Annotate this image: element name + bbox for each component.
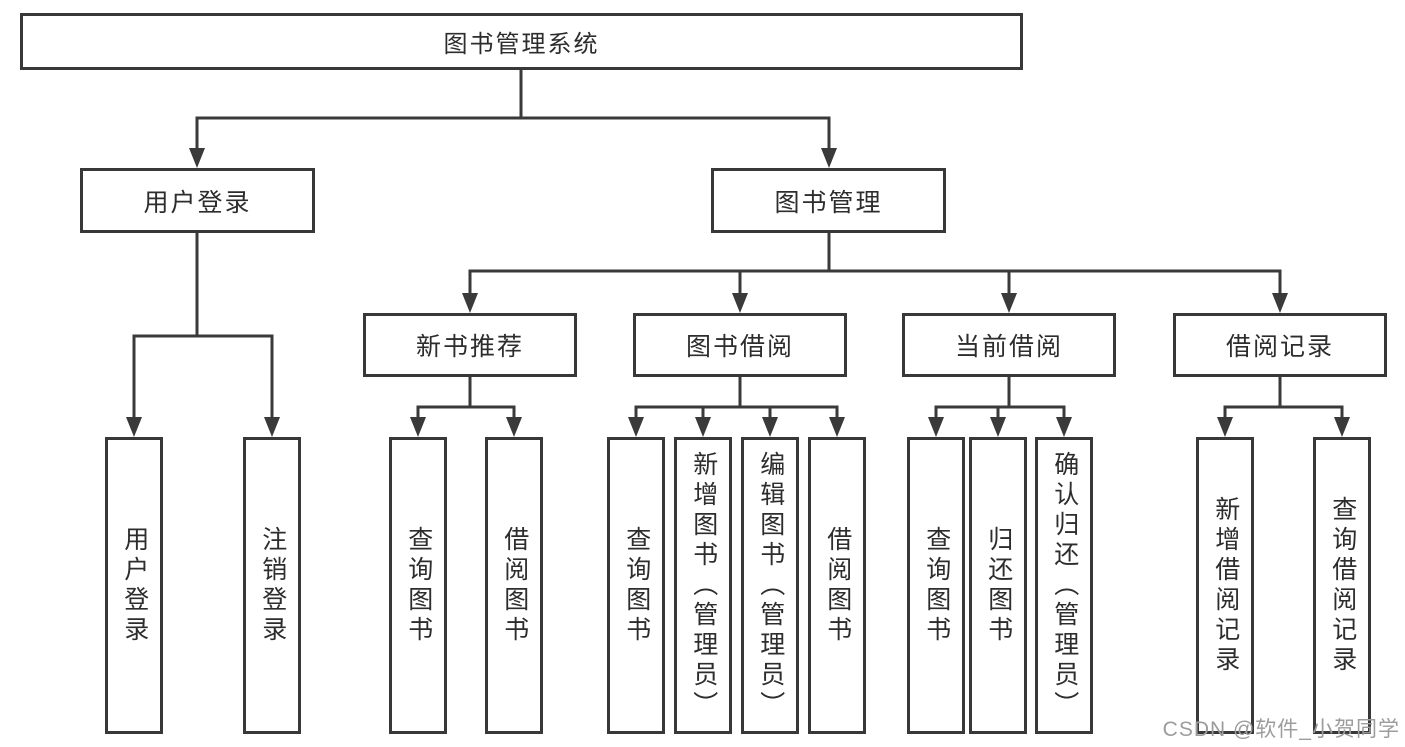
leaf-edit-book-admin: 编辑图书（管理员） (741, 437, 799, 734)
leaf-add-book-admin-label: 新增图书（管理员） (689, 450, 718, 721)
leaf-add-book-admin: 新增图书（管理员） (674, 437, 732, 734)
leaf-query-books-newbook-label: 查询图书 (404, 525, 433, 646)
arrowhead-icons (126, 148, 1350, 437)
leaf-return-book-label: 归还图书 (984, 525, 1013, 646)
leaf-user-login: 用户登录 (105, 437, 163, 734)
leaf-query-books-borrow: 查询图书 (607, 437, 665, 734)
leaf-return-book: 归还图书 (969, 437, 1027, 734)
node-new-book-recommend: 新书推荐 (363, 313, 577, 377)
leaf-edit-book-admin-label: 编辑图书（管理员） (756, 450, 785, 721)
leaf-add-borrow-record: 新增借阅记录 (1196, 437, 1254, 734)
leaf-query-borrow-record: 查询借阅记录 (1313, 437, 1371, 734)
node-current-borrow: 当前借阅 (902, 313, 1116, 377)
leaf-borrow-books-newbook: 借阅图书 (485, 437, 543, 734)
leaf-query-books-current-label: 查询图书 (922, 525, 951, 646)
leaf-borrow-books-newbook-label: 借阅图书 (500, 525, 529, 646)
watermark: CSDN @软件_小贺同学 (1162, 718, 1400, 741)
leaf-borrow-books-label: 借阅图书 (823, 525, 852, 646)
leaf-query-books-current: 查询图书 (907, 437, 965, 734)
leaf-confirm-return-admin-label: 确认归还（管理员） (1050, 450, 1079, 721)
node-book-management: 图书管理 (711, 168, 946, 233)
leaf-confirm-return-admin: 确认归还（管理员） (1035, 437, 1093, 734)
leaf-user-login-label: 用户登录 (120, 525, 149, 646)
leaf-borrow-books: 借阅图书 (808, 437, 866, 734)
leaf-logout-login-label: 注销登录 (258, 525, 287, 646)
leaf-add-borrow-record-label: 新增借阅记录 (1211, 495, 1240, 676)
node-user-login: 用户登录 (80, 168, 315, 233)
node-borrow-records: 借阅记录 (1173, 313, 1387, 377)
node-root: 图书管理系统 (20, 13, 1023, 70)
leaf-logout-login: 注销登录 (243, 437, 301, 734)
leaf-query-books-newbook: 查询图书 (389, 437, 447, 734)
node-book-borrow: 图书借阅 (633, 313, 847, 377)
leaf-query-borrow-record-label: 查询借阅记录 (1328, 495, 1357, 676)
leaf-query-books-borrow-label: 查询图书 (622, 525, 651, 646)
